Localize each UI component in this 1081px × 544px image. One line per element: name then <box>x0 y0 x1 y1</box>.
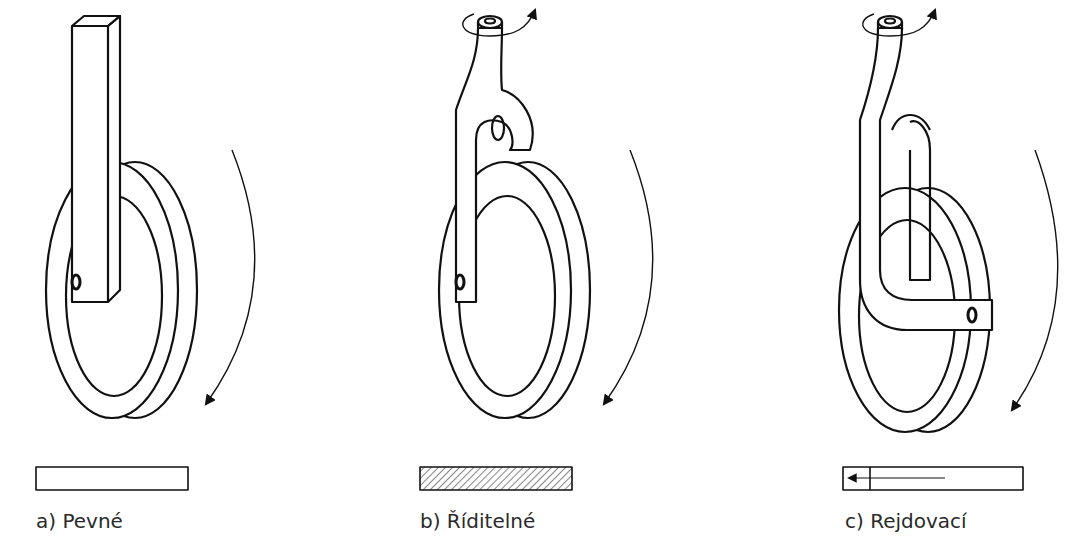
swivel-symbol <box>843 467 1023 490</box>
caster-label: c) Rejdovací <box>845 509 967 533</box>
steerable-symbol <box>420 467 572 490</box>
fixed-caster <box>46 16 255 418</box>
steerable-caster <box>439 10 653 418</box>
swivel-caster <box>839 10 1058 432</box>
caster-label: a) Pevné <box>36 509 123 533</box>
caster-label: b) Říditelné <box>420 509 535 533</box>
fixed-symbol <box>36 467 188 490</box>
